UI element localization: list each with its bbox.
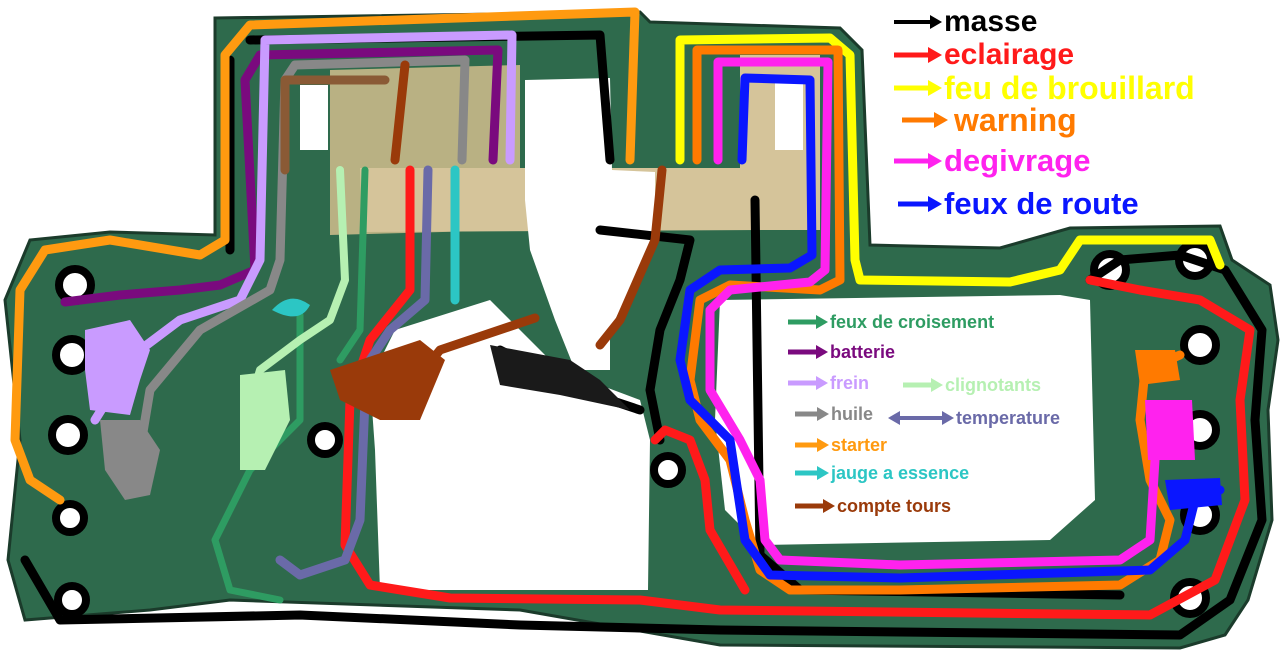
arrow-icon <box>894 152 942 169</box>
cutout-slot-2 <box>775 80 803 150</box>
legend-label-compte: compte tours <box>837 496 952 516</box>
pad-jauge <box>272 298 310 317</box>
legend-item-eclairage: eclairage <box>894 40 1074 70</box>
legend-label-clignotants: clignotants <box>945 375 1042 395</box>
trace-brouillard <box>675 33 1225 287</box>
arrow-icon <box>795 438 829 452</box>
legend-item-clignotants: clignotants <box>903 376 1041 394</box>
cutout-center-large <box>370 300 650 590</box>
legend-label-temperature: temperature <box>956 408 1061 428</box>
mounting-hole <box>1180 325 1220 365</box>
arrow-icon <box>788 376 828 390</box>
legend-item-temperature: temperature <box>888 409 1060 427</box>
pads <box>85 298 1222 510</box>
mounting-hole <box>650 452 686 488</box>
cutout-slot-1 <box>300 85 328 150</box>
arrow-icon <box>795 407 829 421</box>
arrow-icon <box>898 195 942 212</box>
trace-degivrage <box>705 57 1175 570</box>
arrow-icon <box>894 15 942 29</box>
legend-item-batterie: batterie <box>788 343 895 361</box>
legend-item-warning: warning <box>894 104 1077 136</box>
pad-warning <box>1135 350 1180 385</box>
legend-label-degivrage: degivrage <box>944 143 1091 178</box>
trace-route <box>675 73 1225 583</box>
mounting-hole <box>307 422 343 458</box>
arrow-icon <box>903 378 943 392</box>
mounting-hole <box>48 415 88 455</box>
legend-item-huile: huile <box>795 405 873 423</box>
pad-degivrage <box>1145 400 1195 460</box>
legend-item-compte: compte tours <box>795 497 951 515</box>
pad-route <box>1165 478 1222 510</box>
double-arrow-icon <box>888 411 954 425</box>
pad-frein <box>85 320 150 415</box>
pad-huile <box>100 420 160 500</box>
legend-item-masse: masse <box>894 7 1037 37</box>
trace-huile <box>130 55 470 495</box>
arrow-icon <box>902 112 948 128</box>
legend-label-route: feux de route <box>944 186 1139 221</box>
pad-compte <box>330 340 445 420</box>
trace-starter <box>10 7 640 505</box>
trace-croisement <box>211 166 369 604</box>
trace-brown-left <box>280 75 390 175</box>
arrow-icon <box>788 345 828 359</box>
arrow-icon <box>894 47 942 63</box>
legend-label-huile: huile <box>831 404 874 424</box>
legend-label-starter: starter <box>831 435 888 455</box>
arrow-icon <box>795 499 835 513</box>
pad-clignotants <box>240 370 290 470</box>
legend-label-batterie: batterie <box>830 342 896 362</box>
legend-item-brouillard: feu de brouillard <box>894 72 1195 104</box>
arrow-icon <box>894 80 942 96</box>
legend-label-jauge: jauge a essence <box>831 463 970 483</box>
legend-item-degivrage: degivrage <box>894 145 1090 176</box>
legend-item-starter: starter <box>795 436 887 454</box>
mounting-hole <box>52 500 88 536</box>
legend-label-masse: masse <box>944 5 1038 38</box>
legend-label-warning: warning <box>954 102 1077 138</box>
arrow-icon <box>788 315 828 329</box>
legend-item-frein: frein <box>788 374 869 392</box>
mounting-hole <box>52 335 92 375</box>
pad-connector <box>490 345 630 410</box>
arrow-icon <box>795 466 829 480</box>
mounting-hole <box>54 582 90 618</box>
legend-label-frein: frein <box>830 373 870 393</box>
legend-label-croisement: feux de croisement <box>830 312 995 332</box>
legend-label-brouillard: feu de brouillard <box>944 70 1195 106</box>
legend-label-eclairage: eclairage <box>944 38 1075 71</box>
legend-item-route: feux de route <box>894 188 1139 219</box>
legend-item-jauge: jauge a essence <box>795 464 969 482</box>
legend-item-croisement: feux de croisement <box>788 313 994 331</box>
cutout-top-center <box>525 78 655 370</box>
